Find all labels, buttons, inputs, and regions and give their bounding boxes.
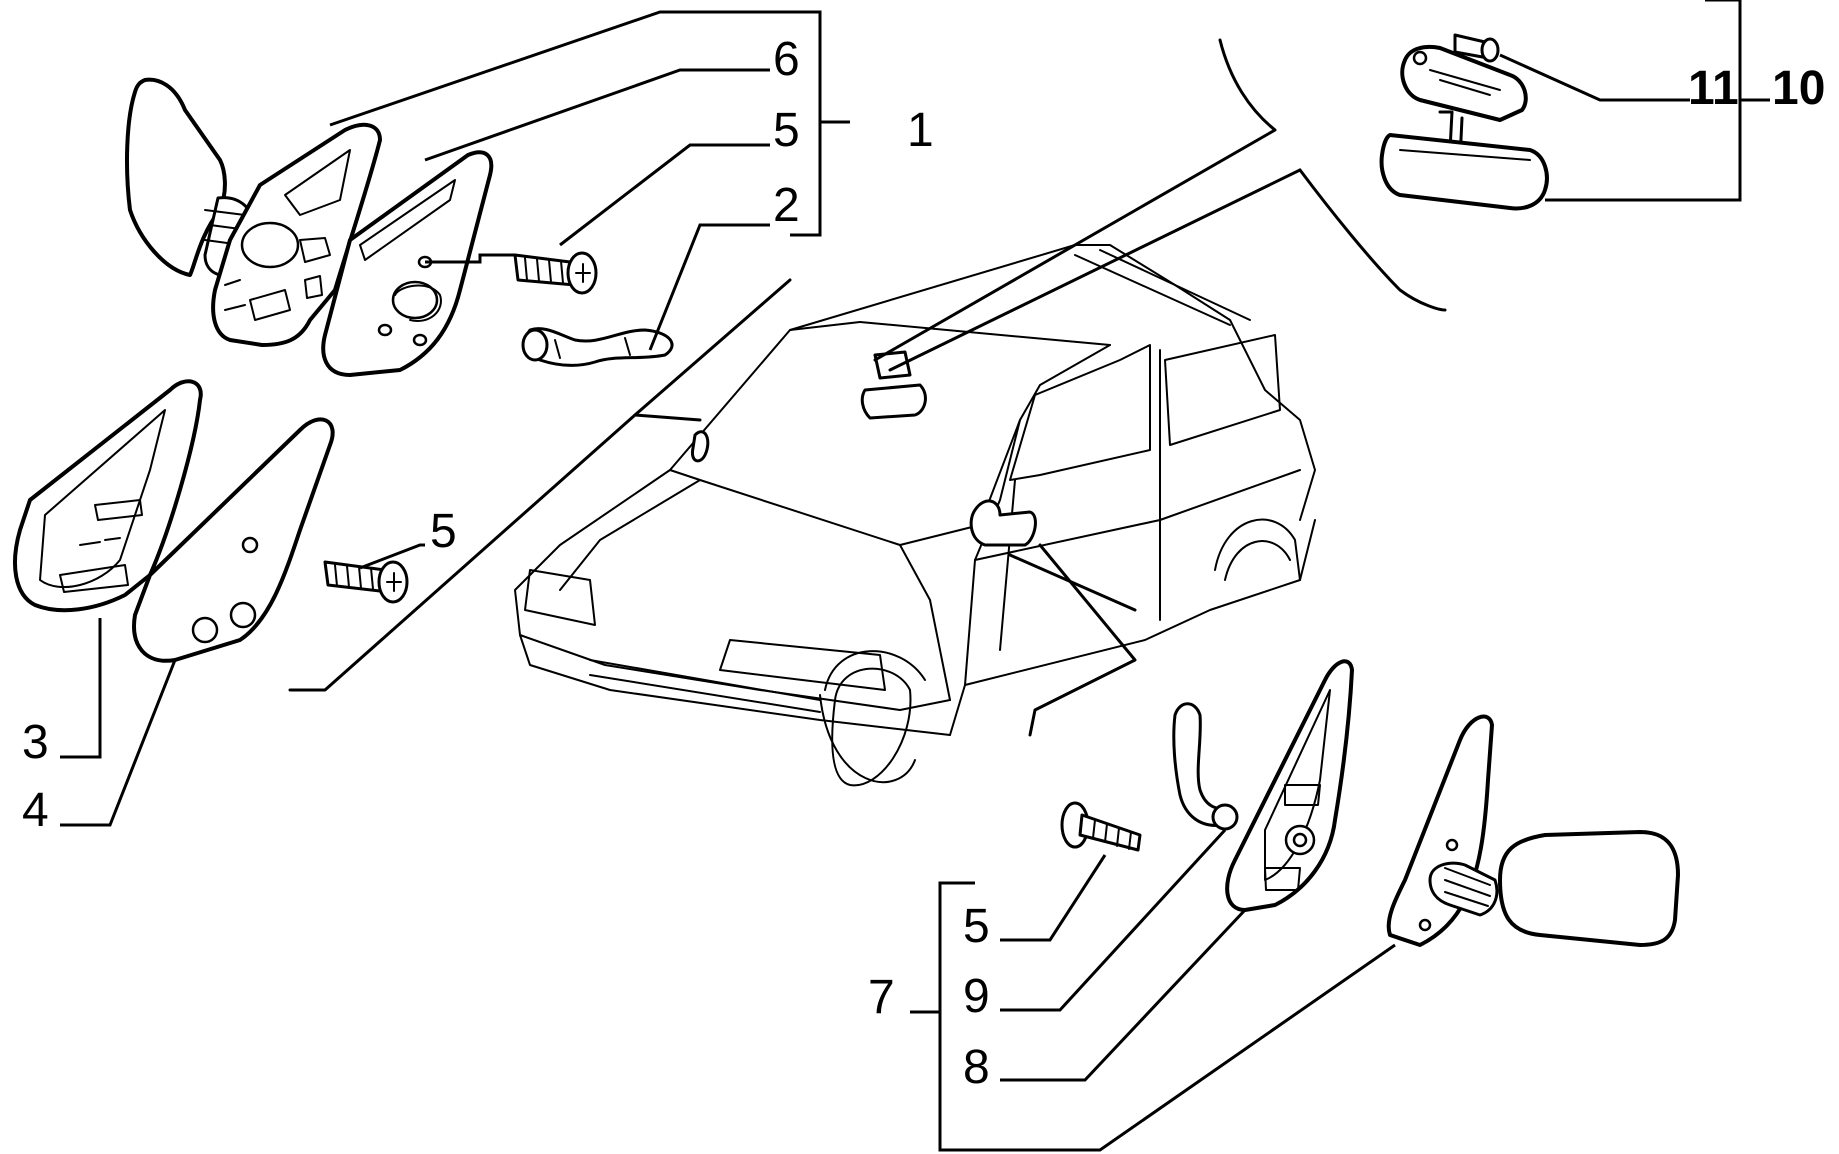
item-4-cover — [132, 417, 335, 663]
callout-5-top: 5 — [773, 104, 800, 157]
item-11-screw — [1453, 33, 1500, 63]
item-8-bracket — [1225, 659, 1354, 912]
callout-4: 4 — [22, 784, 49, 837]
roof-detail-guides — [288, 38, 1447, 737]
callout-5-right: 5 — [963, 900, 990, 953]
bracket-7 — [910, 828, 1396, 1152]
callout-5-left: 5 — [430, 505, 457, 558]
callout-2: 2 — [773, 179, 800, 232]
bracket-1 — [329, 10, 850, 351]
callout-8: 8 — [963, 1041, 990, 1094]
callout-3: 3 — [22, 716, 49, 769]
item-10-interior-mirror — [1379, 44, 1549, 211]
callout-6: 6 — [773, 33, 800, 86]
callout-9: 9 — [963, 970, 990, 1023]
vehicle-outline — [514, 244, 1316, 787]
item-7-outer-mirror — [1386, 714, 1680, 947]
callout-7: 7 — [868, 971, 895, 1024]
item-9-cable — [1172, 702, 1239, 831]
callout-1: 1 — [907, 104, 934, 157]
bracket-10 — [1499, 0, 1770, 202]
left-mirror-assembly — [125, 77, 382, 347]
leaders-3-4 — [60, 618, 177, 827]
item-5-screw-left — [323, 543, 425, 604]
item-5-screw-right — [1060, 801, 1142, 852]
callout-10: 10 — [1772, 62, 1825, 115]
item-2-control-cable — [521, 327, 674, 367]
item-6-inner-panel — [321, 150, 494, 377]
callout-11: 11 — [1688, 62, 1739, 115]
item-5-screw-top — [425, 251, 598, 295]
